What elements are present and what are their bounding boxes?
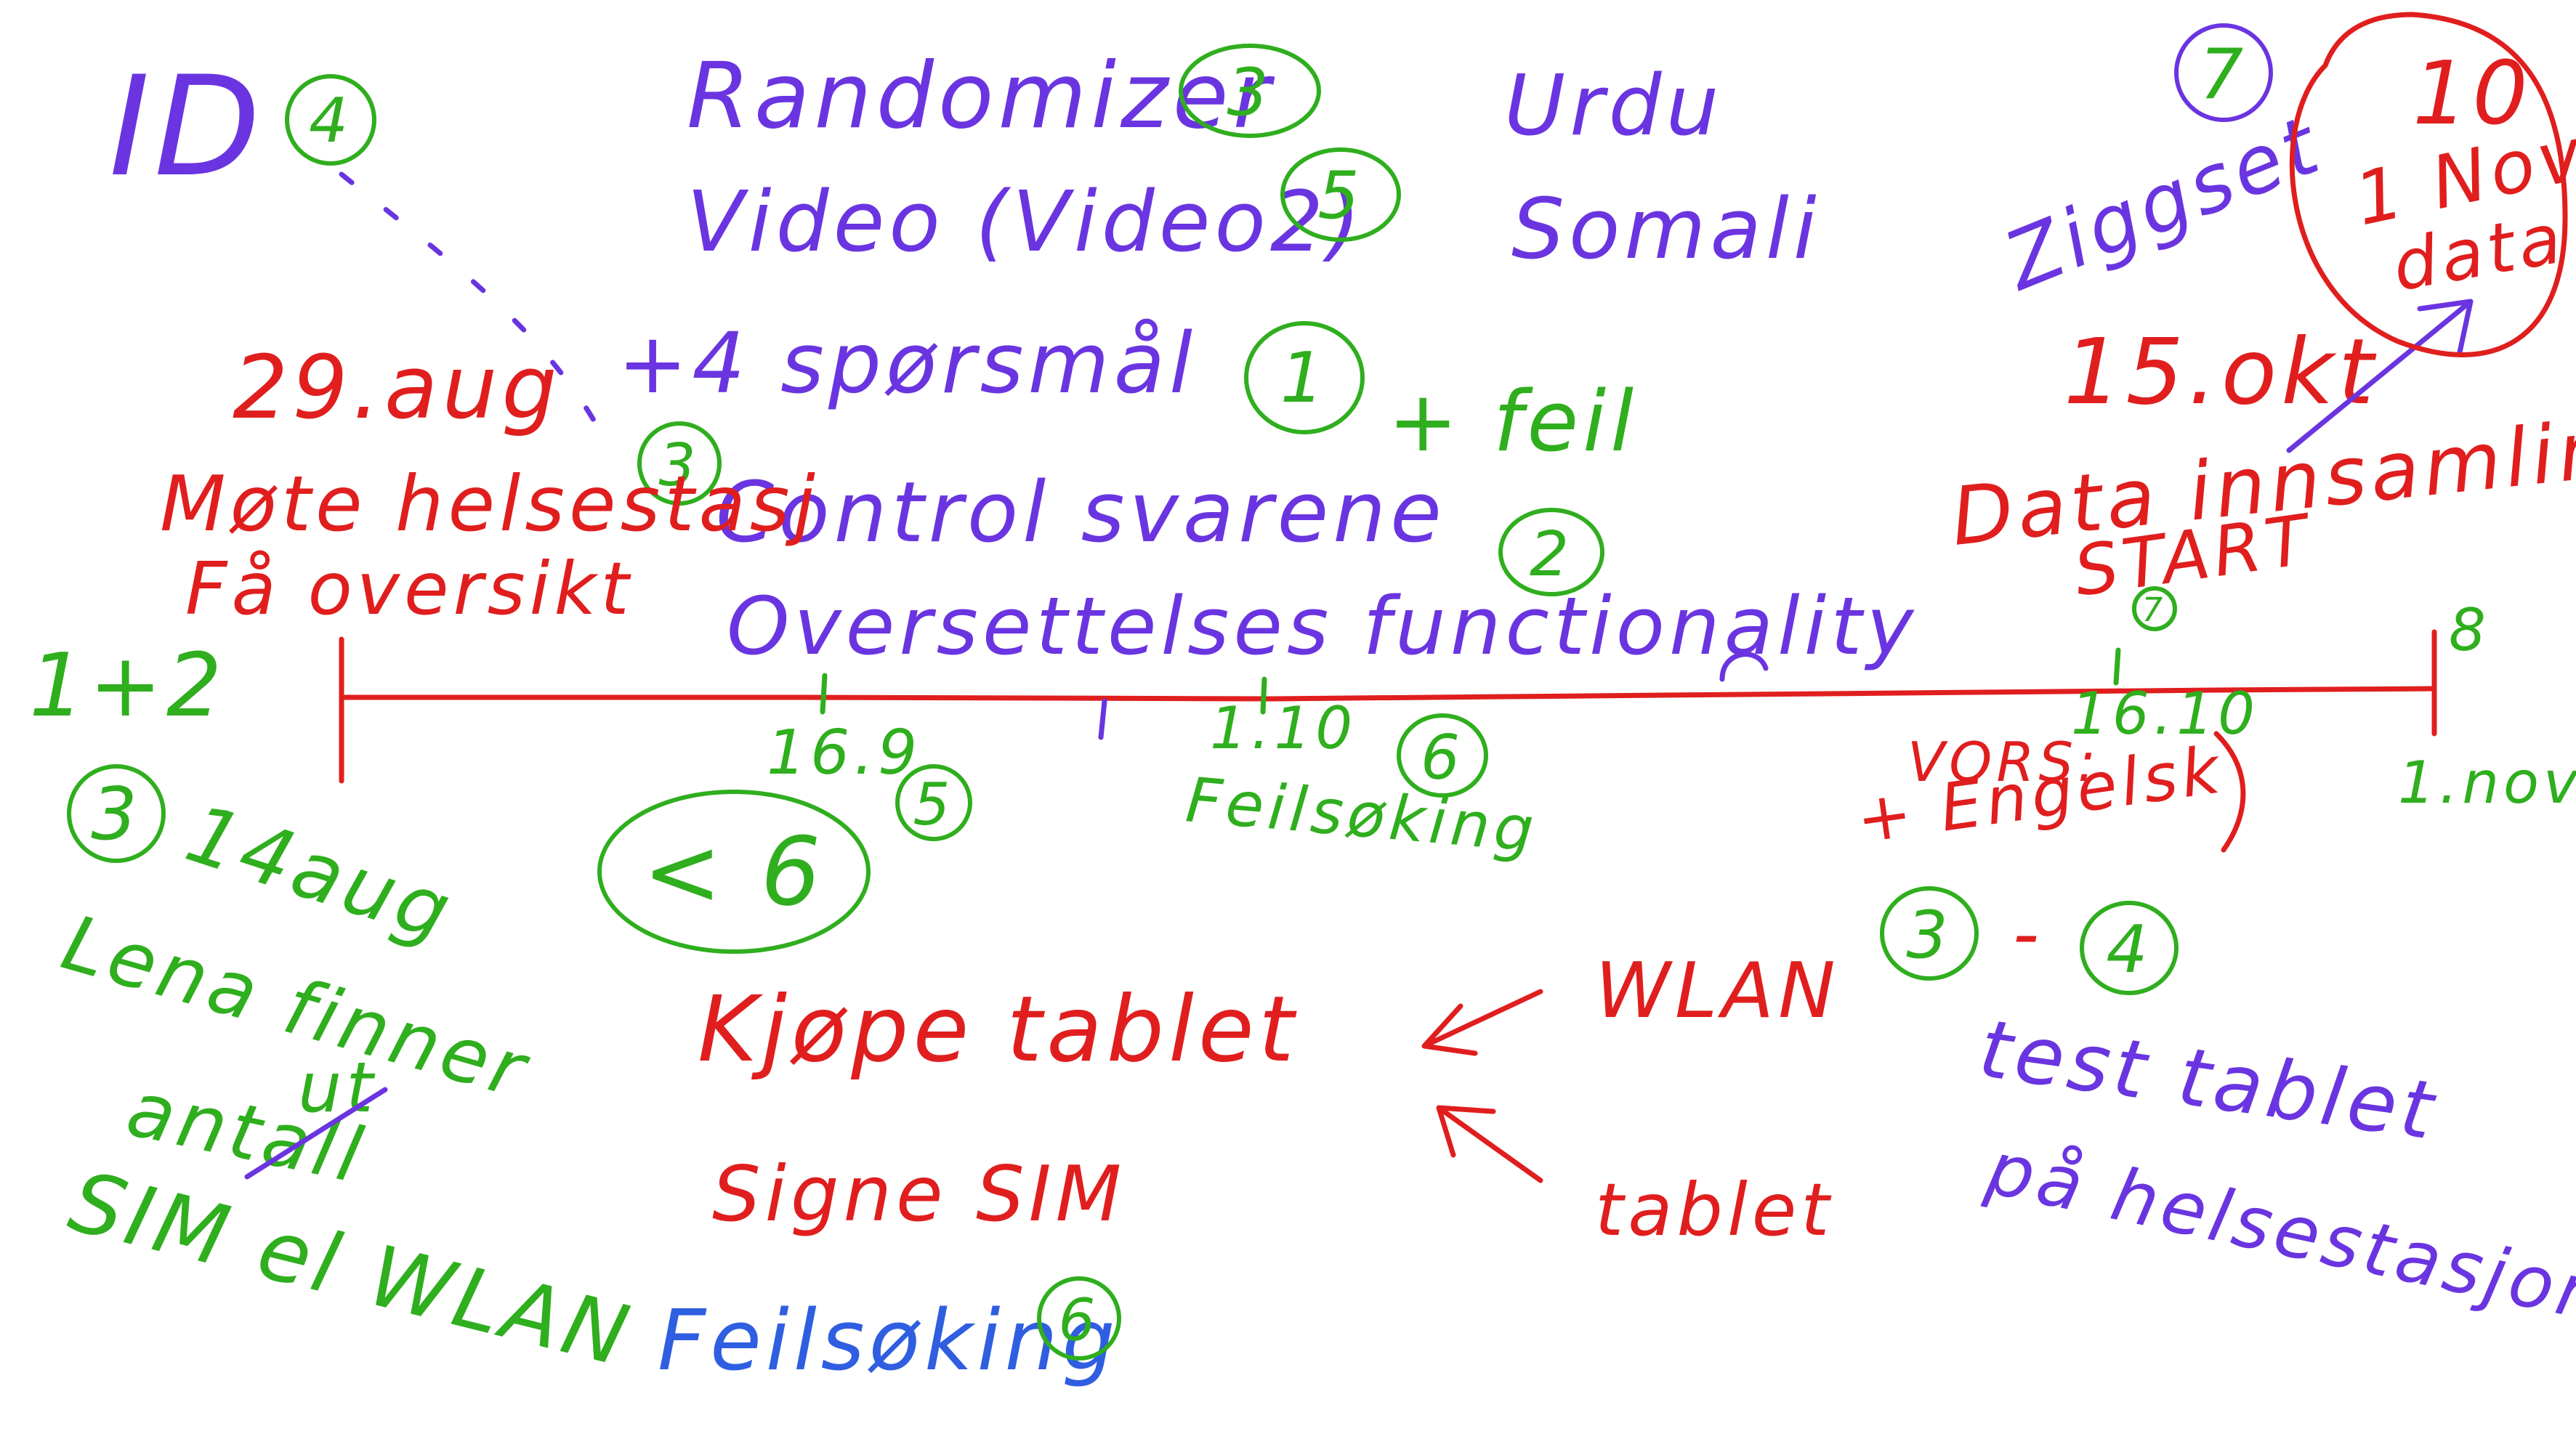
lena-label: Lena finner (53, 899, 538, 1116)
id-label: ID (109, 46, 265, 207)
middle-dates: 16.9 5 1.10 6 Feilsøking (767, 694, 1541, 867)
id-dashed-link (339, 171, 613, 453)
less-than-six-circle (597, 790, 871, 954)
range-4: 4 (2106, 912, 2152, 988)
video-number: 5 (1317, 158, 1363, 234)
feilsoking-blue-number: 6 (1059, 1286, 1100, 1354)
tablet-arrow (1436, 1105, 1543, 1183)
id-number-circle (285, 74, 376, 166)
tablet-label: tablet (1595, 1167, 1833, 1252)
control-number-circle (637, 421, 722, 506)
antall-strikethrough (244, 1087, 388, 1180)
video-number-circle (1280, 147, 1401, 242)
pa-helsestasjon-label: på helsestasjon (1979, 1125, 2576, 1340)
start-number: 7 (2142, 591, 2168, 629)
feature-list: Randomizer 3 Video (Video2) 5 Urdu Somal… (618, 44, 1918, 673)
randomizer-number: 3 (1227, 54, 1272, 131)
feil-label: + feil (1388, 373, 1638, 471)
feilsoking-label: Feilsøking (1183, 764, 1541, 867)
date-16-9-number: 5 (913, 771, 955, 838)
tick-16-10 (2113, 647, 2121, 686)
date-15-okt: 15.okt (2064, 320, 2378, 425)
ut-label: ut (298, 1048, 377, 1128)
video-label: Video (Video2) (687, 174, 1365, 271)
lower-middle: < 6 Kjøpe tablet Signe SIM Feilsøking 6 (597, 790, 1299, 1390)
three-number: 3 (91, 771, 142, 856)
date-16-10: 16.10 (2071, 680, 2259, 747)
right-lower: WLAN tablet 3 - 4 test tablet på helsest… (1421, 886, 2576, 1340)
timeline-axis (339, 686, 2437, 702)
id-number: 4 (309, 85, 352, 157)
start-meeting: 29.aug Møte helsestasj Få oversikt (160, 338, 820, 631)
date-16-9-number-circle (895, 764, 972, 841)
translation-label: Oversettelses functionality (727, 580, 1918, 673)
vors-label: VORS: (1907, 730, 2100, 794)
ziggset-label: Ziggset (1990, 98, 2334, 309)
buy-tablet-label: Kjøpe tablet (698, 977, 1299, 1082)
one-plus-two: 1+2 (29, 636, 226, 737)
wlan-label: WLAN (1595, 947, 1840, 1035)
start-date: 29.aug (233, 338, 562, 439)
urdu-label: Urdu (1504, 57, 1723, 155)
ziggset-number: 7 (2200, 35, 2248, 115)
end-date: 1.nov (2398, 749, 2576, 816)
questions-number: 1 (1280, 339, 1328, 418)
tick-16-9 (820, 673, 828, 715)
translation-underline-loop (1719, 652, 1769, 682)
range-3-circle (1880, 886, 1979, 981)
questions-number-circle (1244, 321, 1365, 434)
control-label: Control svarene (716, 464, 1446, 562)
three-circle (67, 764, 166, 863)
ziggset-number-circle (2174, 23, 2273, 122)
randomizer-label: Randomizer (687, 44, 1275, 149)
feilsoking-number: 6 (1421, 722, 1464, 794)
right-upper: 7 Ziggset 15.okt 10 1 Nov data Data inns… (1852, 12, 2576, 859)
arrow-to-nov-data (2286, 299, 2474, 453)
feilsoking-blue-label: Feilsøking (658, 1292, 1120, 1390)
signe-sim-label: Signe SIM (712, 1150, 1126, 1239)
timeline (339, 629, 2437, 784)
id-item: ID 4 (109, 46, 613, 453)
range-dash: - (2013, 891, 2043, 976)
feilsoking-blue-number-circle (1037, 1276, 1121, 1361)
less-than-six: < 6 (643, 816, 825, 927)
questions-label: +4 spørsmål (618, 315, 1197, 413)
randomizer-number-circle (1179, 44, 1321, 138)
tick-mid (1098, 698, 1107, 740)
range-3: 3 (1906, 897, 1952, 973)
date-1-10: 1.10 (1210, 694, 1357, 762)
control-number: 3 (659, 431, 700, 499)
overview-label: Få oversikt (185, 546, 634, 631)
date-16-9: 16.9 (767, 717, 921, 789)
translation-number-circle (1498, 508, 1604, 596)
end-number: 8 (2449, 596, 2490, 664)
nov-data-circle (2289, 12, 2568, 357)
tick-1-10 (1260, 676, 1267, 715)
meeting-label: Møte helsestasj (160, 460, 820, 548)
somali-label: Somali (1511, 181, 1821, 278)
nov-data-number: 10 (2413, 44, 2532, 145)
wlan-arrow (1421, 989, 1543, 1056)
left-notes: 1+2 3 14aug Lena finner ut antall SIM el… (29, 636, 642, 1386)
fourteen-aug: 14aug (176, 787, 465, 960)
translation-number: 2 (1530, 519, 1573, 591)
range-4-circle (2080, 901, 2179, 995)
feilsoking-number-circle (1397, 713, 1488, 798)
start-number-circle (2132, 586, 2177, 631)
vors-bracket (2213, 731, 2246, 853)
